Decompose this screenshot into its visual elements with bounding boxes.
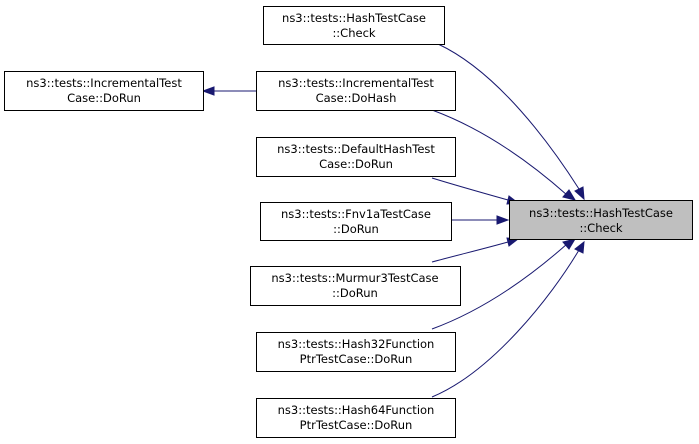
node-label-line-2: PtrTestCase::DoRun: [300, 352, 413, 366]
node-label-line-2: Case::DoRun: [319, 157, 393, 171]
node-hash64functionptrtestcase-dorun[interactable]: ns3::tests::Hash64Function PtrTestCase::…: [256, 398, 456, 438]
edge-hashcheck-top-to-root: [437, 43, 585, 201]
node-label-line-2: Case::DoHash: [316, 91, 397, 105]
node-label-line-1: ns3::tests::IncrementalTest: [26, 76, 182, 90]
node-label-line-2: ::DoRun: [333, 222, 379, 236]
node-label-line-2: Case::DoRun: [67, 91, 141, 105]
node-label-line-1: ns3::tests::Hash64Function: [278, 403, 435, 417]
node-label-line-2: ::DoRun: [332, 286, 378, 300]
node-defaulthashtestcase-dorun[interactable]: ns3::tests::DefaultHashTest Case::DoRun: [256, 137, 456, 177]
node-label-line-1: ns3::tests::DefaultHashTest: [277, 142, 435, 156]
edge-defaulthash-to-root: [431, 177, 520, 205]
edge-fnv1a-to-root: [452, 215, 510, 225]
node-label-line-1: ns3::tests::HashTestCase: [529, 206, 673, 220]
edge-murmur3-to-root: [431, 237, 520, 263]
edge-hash64-to-root: [431, 240, 585, 398]
node-label-line-1: ns3::tests::HashTestCase: [282, 11, 426, 25]
node-murmur3testcase-dorun[interactable]: ns3::tests::Murmur3TestCase ::DoRun: [250, 266, 461, 306]
node-label-line-1: ns3::tests::Murmur3TestCase: [271, 271, 438, 285]
edge-incremental-dohash-to-root: [431, 109, 577, 201]
node-incrementaltestcase-dorun[interactable]: ns3::tests::IncrementalTest Case::DoRun: [4, 71, 204, 111]
edge-hash32-to-root: [431, 238, 577, 330]
node-label-line-2: PtrTestCase::DoRun: [300, 418, 413, 432]
node-label-line-1: ns3::tests::Hash32Function: [278, 337, 435, 351]
node-label-line-1: ns3::tests::IncrementalTest: [278, 76, 434, 90]
edge-incremental-dohash-to-dorun: [201, 86, 256, 96]
node-label-line-2: ::Check: [332, 26, 375, 40]
node-hashtestcase-check-focus[interactable]: ns3::tests::HashTestCase ::Check: [509, 200, 693, 240]
node-hash32functionptrtestcase-dorun[interactable]: ns3::tests::Hash32Function PtrTestCase::…: [256, 332, 456, 372]
node-incrementaltestcase-dohash[interactable]: ns3::tests::IncrementalTest Case::DoHash: [256, 71, 456, 111]
node-hashtestcase-check[interactable]: ns3::tests::HashTestCase ::Check: [263, 6, 445, 45]
node-fnv1atestcase-dorun[interactable]: ns3::tests::Fnv1aTestCase ::DoRun: [260, 202, 452, 241]
node-label-line-1: ns3::tests::Fnv1aTestCase: [281, 207, 431, 221]
node-label-line-2: ::Check: [579, 221, 622, 235]
